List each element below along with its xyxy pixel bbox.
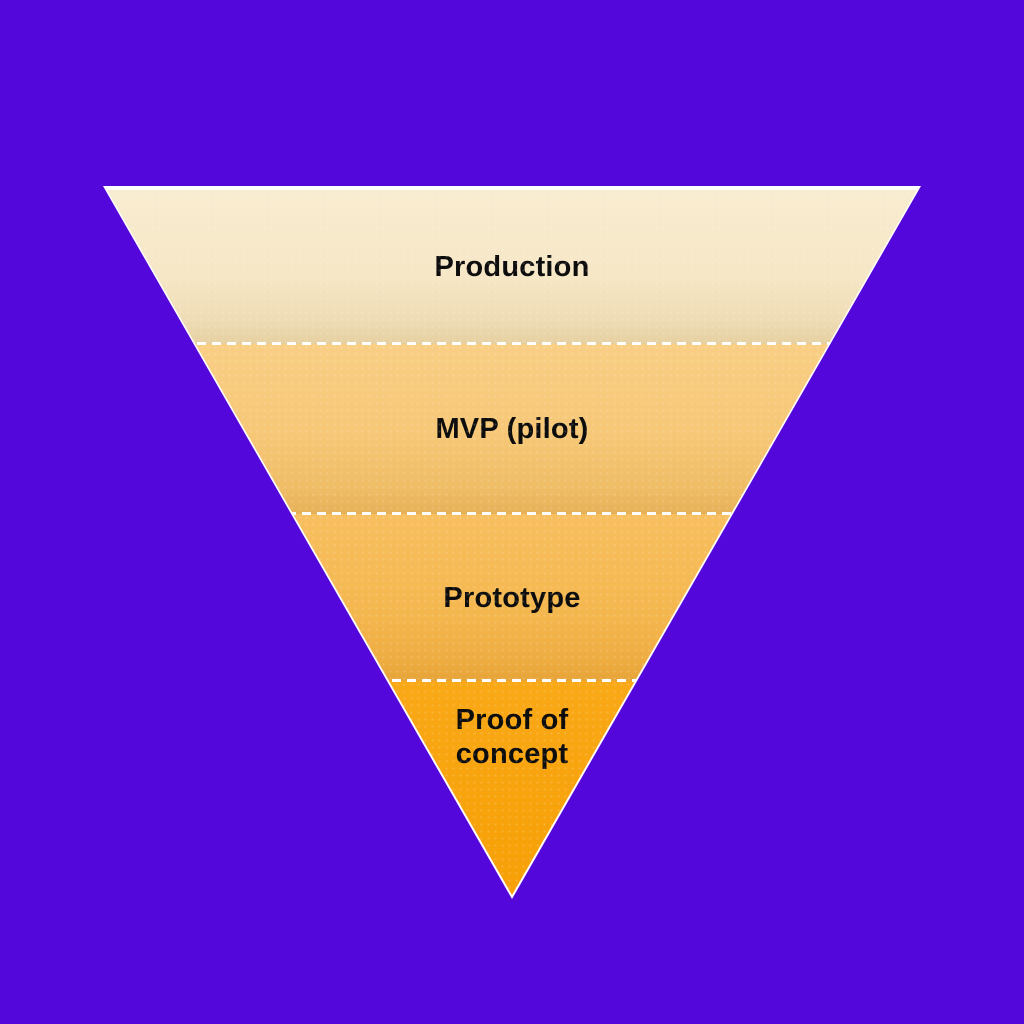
funnel-tier-prototype-label: Prototype <box>443 581 581 614</box>
funnel-tier-proof-of-concept: Proof of concept <box>107 681 917 895</box>
funnel-tier-prototype: Prototype <box>107 514 917 681</box>
funnel-tier-proof-of-concept-label: Proof of concept <box>455 704 569 770</box>
funnel-tier-mvp-pilot: MVP (pilot) <box>107 344 917 514</box>
funnel-pyramid: Production MVP (pilot) Prototype Proof o… <box>103 186 921 899</box>
funnel-tier-production: Production <box>107 190 917 344</box>
funnel-tier-production-label: Production <box>434 251 590 283</box>
tier-separator-3 <box>107 679 917 682</box>
funnel-tier-mvp-pilot-label: MVP (pilot) <box>435 413 589 445</box>
funnel-pyramid-body: Production MVP (pilot) Prototype Proof o… <box>107 190 917 895</box>
tier-separator-2 <box>107 512 917 515</box>
tier-separator-1 <box>107 342 917 345</box>
